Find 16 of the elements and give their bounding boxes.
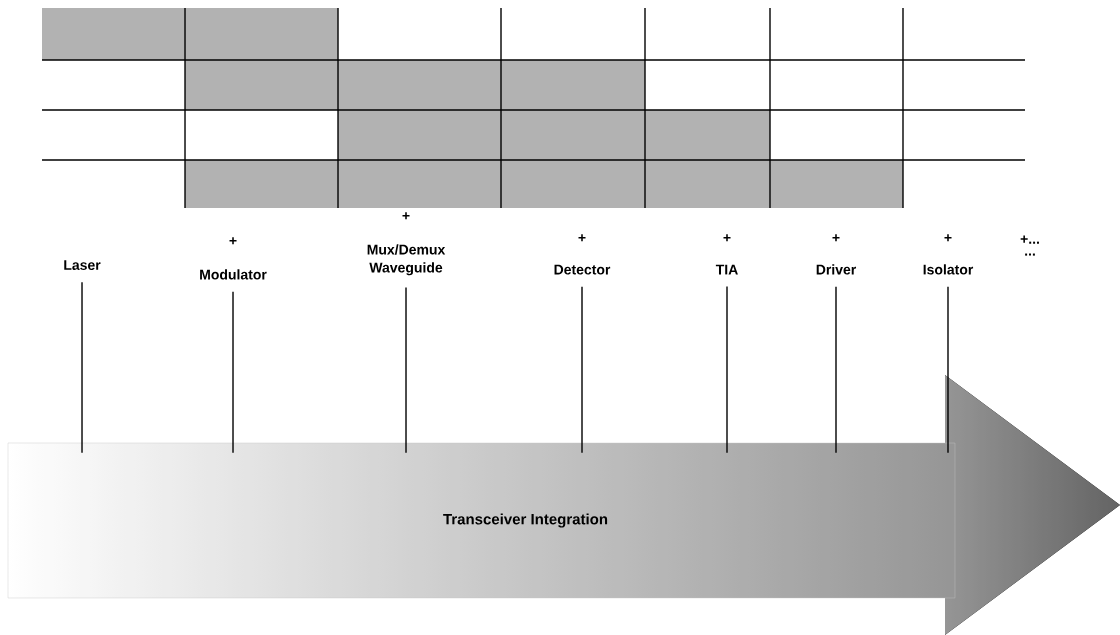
- step-label: Laser: [64, 260, 101, 270]
- connector-line: [947, 286, 949, 454]
- connector-line: [581, 286, 583, 454]
- note-text: +...: [1020, 235, 1039, 244]
- note-text: ...: [1025, 253, 1035, 256]
- connector-line: [232, 291, 234, 454]
- connector-line: [81, 281, 83, 454]
- step-label: + Isolator: [923, 234, 974, 275]
- step-label: + Driver: [816, 234, 856, 275]
- connector-line: [835, 286, 837, 454]
- step-label: + TIA: [715, 234, 738, 275]
- connector-line: [405, 286, 407, 454]
- step-label: + Detector: [554, 234, 611, 275]
- step-label: + Mux/Demux Waveguide: [367, 212, 446, 276]
- connector-line: [726, 285, 728, 454]
- step-label: + Modulator: [200, 237, 267, 280]
